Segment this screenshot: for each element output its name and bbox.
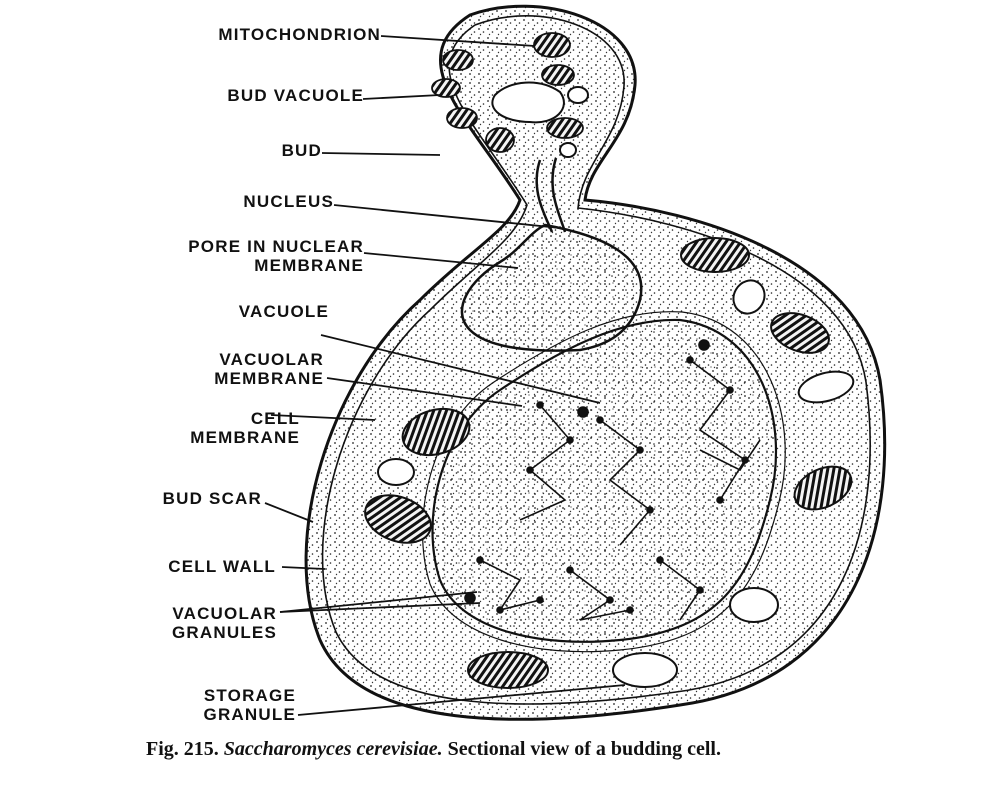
leader-lines xyxy=(264,35,626,716)
label-bud-vacuole: BUD VACUOLE xyxy=(227,86,364,105)
label-storage-granule: STORAGE GRANULE xyxy=(203,686,296,724)
label-nucleus: NUCLEUS xyxy=(243,192,334,211)
label-cell-membrane: CELL MEMBRANE xyxy=(190,409,300,447)
label-cell-wall: CELL WALL xyxy=(168,557,276,576)
label-vacuole: VACUOLE xyxy=(238,302,329,321)
bud-mitochondria xyxy=(431,32,584,153)
caption-text: Sectional view of a budding cell. xyxy=(447,738,721,760)
figure-caption: Fig. 215. Saccharomyces cerevisiae. Sect… xyxy=(146,738,721,761)
label-vacuolar-granules: VACUOLAR GRANULES xyxy=(172,604,277,642)
label-bud-scar: BUD SCAR xyxy=(162,489,262,508)
bud-vacuole xyxy=(491,81,565,124)
label-vacuolar-membrane: VACUOLAR MEMBRANE xyxy=(214,350,324,388)
storage-granules xyxy=(377,86,855,688)
caption-fig-number: Fig. 215. xyxy=(146,738,219,760)
cell-membrane xyxy=(321,15,871,705)
vacuolar-granules xyxy=(464,339,761,621)
vacuolar-membrane xyxy=(421,311,786,653)
vacuole xyxy=(431,318,778,643)
label-bud: BUD xyxy=(281,141,322,160)
mitochondria xyxy=(364,237,853,689)
label-pore-in-nuclear-membrane: PORE IN NUCLEAR MEMBRANE xyxy=(188,237,364,275)
label-mitochondrion: MITOCHONDRION xyxy=(218,25,381,44)
caption-species: Saccharomyces cerevisiae. xyxy=(223,738,443,760)
